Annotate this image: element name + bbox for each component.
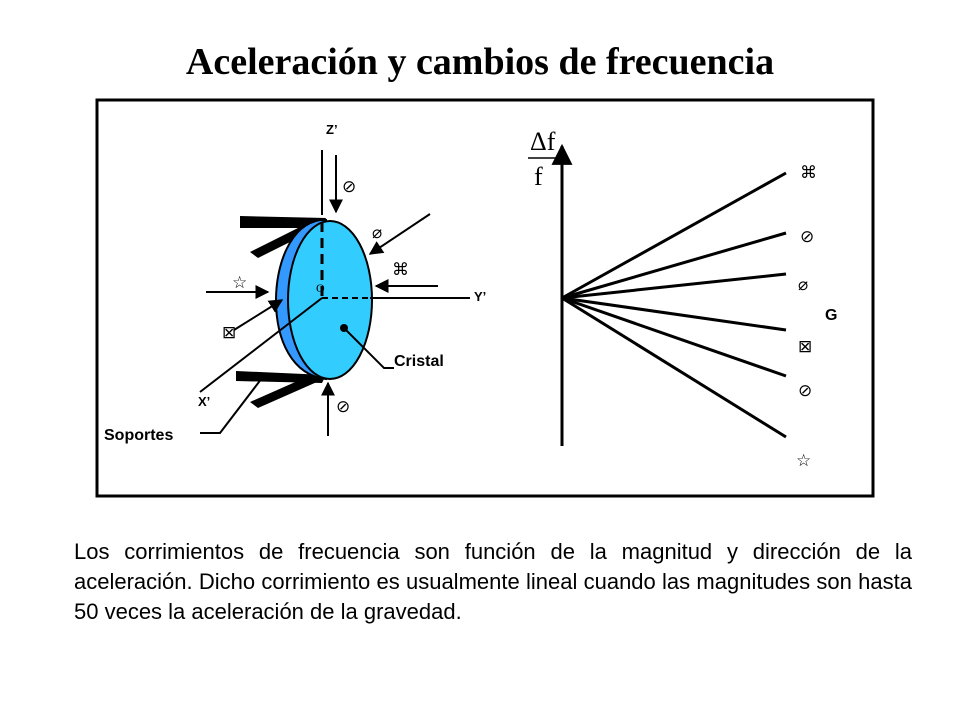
shift-line: [561, 272, 787, 300]
direction-symbol-icon: ☆: [796, 451, 811, 471]
diagram-frame: [95, 98, 875, 498]
crystal-label: Cristal: [394, 353, 444, 370]
direction-symbol-icon: ⊘: [336, 397, 350, 417]
direction-symbol-icon: ⌘: [800, 163, 817, 183]
crystal-pointer: [343, 327, 394, 369]
ratio-denominator: f: [534, 162, 543, 191]
g-label: G: [825, 307, 837, 324]
shift-line: [561, 296, 787, 332]
shift-line: [561, 296, 787, 378]
direction-symbol-icon: ⌘: [392, 260, 409, 280]
shift-line: [561, 231, 787, 300]
crystal-disk: [287, 220, 373, 380]
z-axis-label: Z’: [326, 122, 338, 137]
y-axis-label: Y’: [474, 289, 486, 304]
direction-symbol-icon: ⊠: [798, 337, 812, 357]
origin-label: O: [316, 281, 325, 295]
arrow-diagonal-lower: [233, 299, 284, 331]
supports-label: Soportes: [104, 427, 173, 444]
shift-line: [561, 296, 787, 439]
supports-pointer: [200, 377, 263, 434]
direction-symbol-icon: ⊘: [798, 381, 812, 401]
direction-symbol-icon: ⊠: [222, 323, 236, 343]
description-text: Los corrimientos de frecuencia son funci…: [74, 539, 912, 624]
x-axis: [199, 297, 323, 393]
shift-line: [561, 171, 787, 300]
direction-symbol-icon: ⊘: [800, 227, 814, 247]
direction-symbol-icon: ⌀: [372, 223, 382, 243]
ratio-numerator: Δf: [530, 127, 556, 156]
direction-symbol-icon: ☆: [232, 273, 247, 293]
x-axis-label: X’: [198, 394, 210, 409]
page-title: Aceleración y cambios de frecuencia: [185, 41, 775, 83]
direction-symbol-icon: ⌀: [798, 275, 808, 295]
direction-symbol-icon: ⊘: [342, 177, 356, 197]
arrow-diagonal-upper: [368, 213, 431, 255]
support-bottom-diagonal: [250, 372, 326, 408]
